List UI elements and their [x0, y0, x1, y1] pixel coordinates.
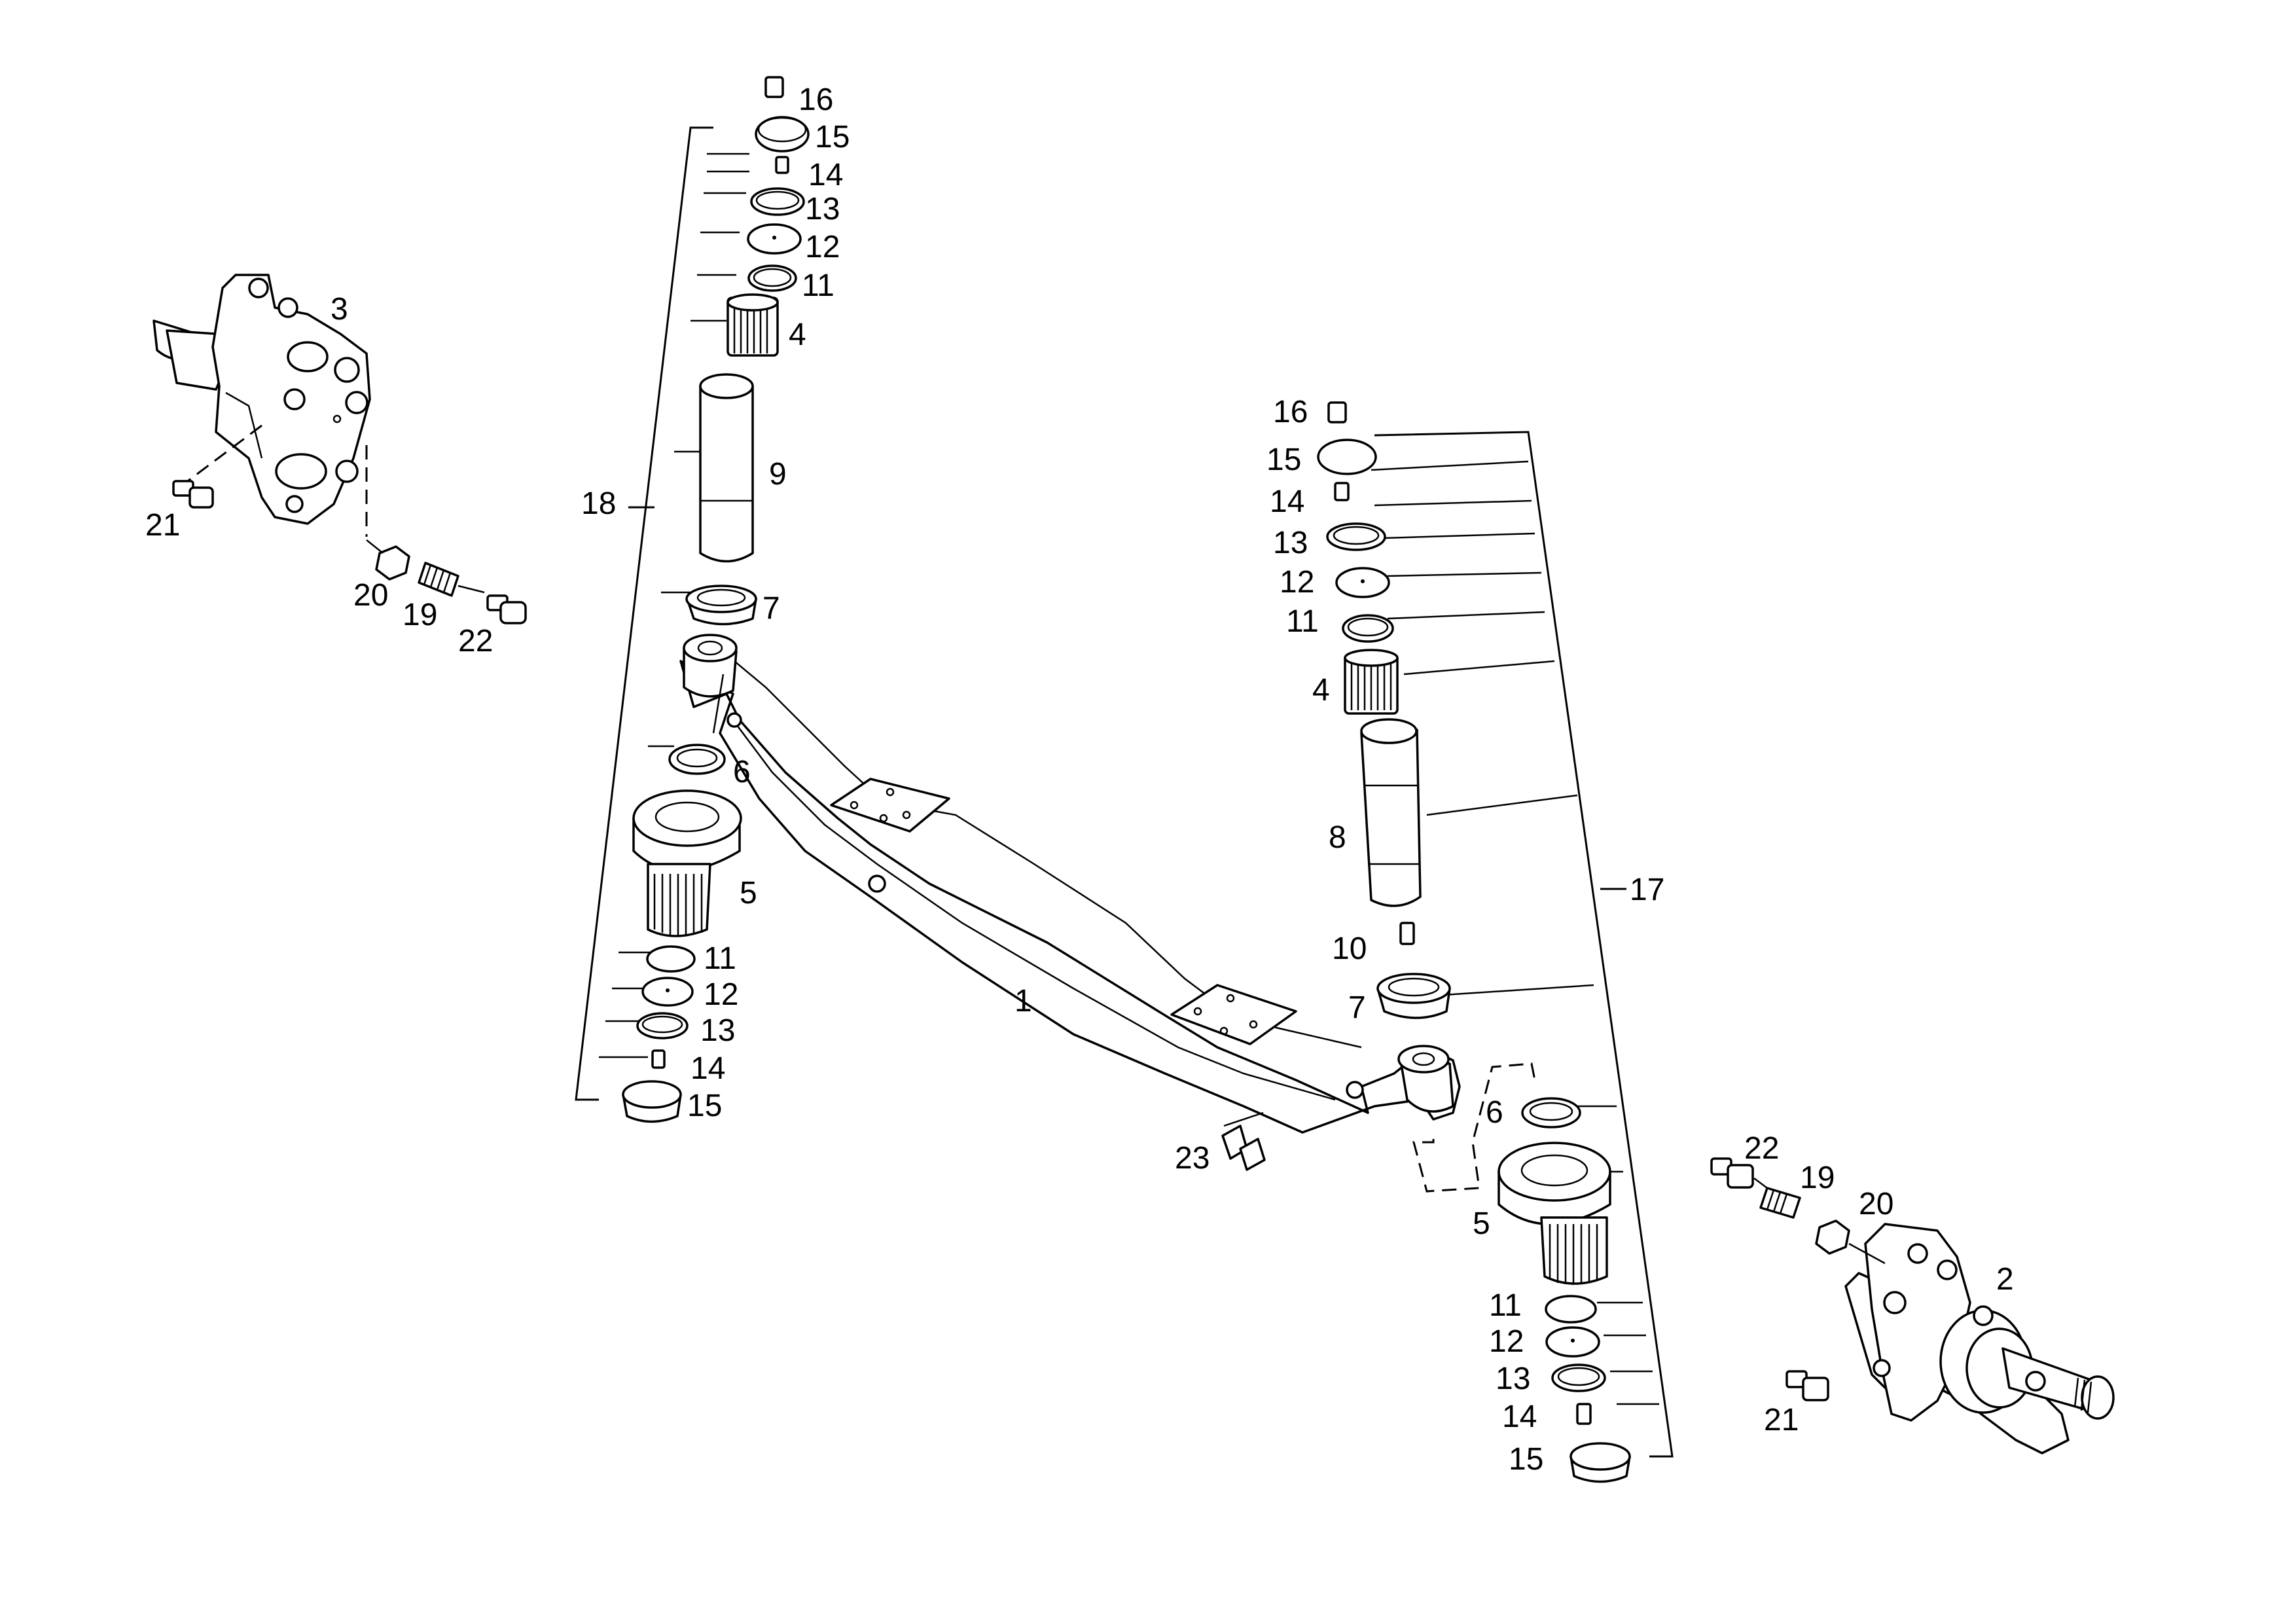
label-20-right: 20 — [1859, 1187, 1893, 1221]
label-20-left: 20 — [353, 578, 388, 613]
callout-labels: 16 15 14 13 12 11 4 9 18 7 6 5 11 12 13 … — [145, 82, 2014, 1477]
right-kingpin-kit — [1317, 401, 1674, 1483]
label-14-right-top: 14 — [1270, 484, 1304, 519]
label-7-right: 7 — [1348, 990, 1366, 1025]
label-12-left-top: 12 — [805, 230, 840, 264]
label-16-right: 16 — [1273, 395, 1308, 429]
label-13-left-bottom: 13 — [700, 1013, 735, 1048]
label-14-right-bottom: 14 — [1502, 1399, 1537, 1434]
label-15-right-bottom: 15 — [1509, 1442, 1543, 1477]
label-11-left-bottom: 11 — [704, 941, 736, 976]
label-6-left: 6 — [733, 755, 751, 789]
left-steering-knuckle — [152, 274, 527, 624]
label-13-right-top: 13 — [1273, 526, 1308, 560]
label-15-left-top: 15 — [815, 120, 850, 154]
label-4-right: 4 — [1312, 673, 1330, 708]
label-19-left: 19 — [403, 598, 437, 632]
label-11-left-top: 11 — [802, 268, 834, 303]
label-19-right: 19 — [1800, 1161, 1835, 1195]
label-5-left: 5 — [740, 876, 757, 911]
label-9: 9 — [769, 457, 787, 492]
label-11-right-bottom: 11 — [1489, 1288, 1522, 1323]
label-16-left: 16 — [798, 82, 833, 117]
axle-tag — [1221, 1111, 1266, 1171]
label-15-left-bottom: 15 — [687, 1089, 722, 1123]
label-17: 17 — [1630, 873, 1664, 907]
label-7-left: 7 — [762, 591, 780, 626]
label-6-right: 6 — [1486, 1095, 1503, 1130]
label-14-left-top: 14 — [808, 158, 843, 192]
right-steering-knuckle — [1710, 1157, 2115, 1454]
axle-beam — [679, 634, 1461, 1134]
label-23: 23 — [1175, 1141, 1210, 1176]
label-14-left-bottom: 14 — [691, 1051, 725, 1086]
left-kingpin-kit — [575, 76, 810, 1123]
label-21-left: 21 — [145, 508, 180, 543]
label-5-right: 5 — [1473, 1206, 1490, 1241]
label-15-right-top: 15 — [1266, 442, 1301, 477]
label-2: 2 — [1996, 1262, 2014, 1297]
label-18: 18 — [581, 486, 616, 521]
label-22-right: 22 — [1744, 1131, 1779, 1166]
label-12-right-top: 12 — [1280, 565, 1314, 600]
label-8: 8 — [1329, 820, 1346, 855]
label-21-right: 21 — [1764, 1403, 1799, 1437]
label-12-left-bottom: 12 — [704, 977, 738, 1012]
label-13-left-top: 13 — [805, 192, 840, 226]
label-22-left: 22 — [458, 624, 493, 659]
label-13-right-bottom: 13 — [1496, 1362, 1530, 1396]
label-1: 1 — [1014, 984, 1032, 1019]
label-3: 3 — [331, 292, 348, 327]
label-4-left: 4 — [789, 317, 806, 352]
label-11-right-top: 11 — [1286, 604, 1319, 639]
label-12-right-bottom: 12 — [1489, 1324, 1524, 1359]
label-10: 10 — [1332, 931, 1367, 966]
